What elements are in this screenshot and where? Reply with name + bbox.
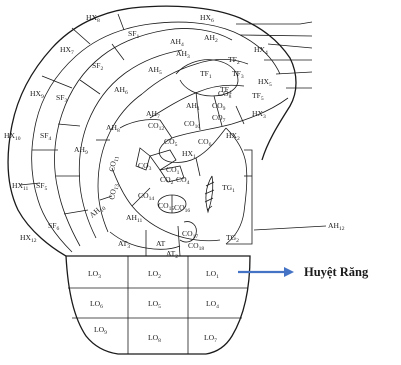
- svg-text:LO1: LO1: [206, 269, 219, 280]
- svg-text:SF2: SF2: [92, 61, 103, 72]
- svg-text:AH4: AH4: [170, 37, 184, 48]
- svg-text:SF3: SF3: [56, 93, 67, 104]
- svg-text:HX1: HX1: [182, 149, 196, 160]
- svg-text:AH2: AH2: [204, 33, 218, 44]
- svg-text:LO8: LO8: [148, 333, 161, 344]
- svg-text:CO3: CO3: [138, 161, 152, 172]
- lbl-lo1: LO: [206, 269, 217, 278]
- svg-text:TF2: TF2: [228, 55, 240, 66]
- svg-text:LO2: LO2: [148, 269, 161, 280]
- callout-label: Huyệt Răng: [304, 265, 369, 279]
- svg-text:CO17: CO17: [182, 229, 198, 240]
- svg-text:AH5: AH5: [148, 65, 162, 76]
- svg-text:HX12: HX12: [20, 233, 37, 244]
- svg-text:AH12: AH12: [328, 221, 345, 232]
- svg-text:CO10: CO10: [184, 119, 200, 130]
- lbl-hx8: HX: [86, 13, 97, 22]
- svg-text:AH9: AH9: [74, 145, 88, 156]
- svg-text:CO9: CO9: [212, 101, 226, 112]
- callout-arrow: [238, 267, 294, 277]
- svg-text:CO6: CO6: [198, 137, 212, 148]
- svg-text:AT: AT: [156, 239, 166, 248]
- svg-text:HX6: HX6: [200, 13, 214, 24]
- svg-text:CO4: CO4: [176, 175, 190, 186]
- svg-text:LO4: LO4: [206, 299, 219, 310]
- svg-text:AH3: AH3: [176, 49, 190, 60]
- svg-text:CO18: CO18: [188, 241, 204, 252]
- svg-text:SF5: SF5: [36, 181, 47, 192]
- svg-text:LO3: LO3: [88, 269, 101, 280]
- svg-text:HX7: HX7: [60, 45, 74, 56]
- svg-text:HX3: HX3: [252, 109, 266, 120]
- svg-text:TF5: TF5: [252, 91, 264, 102]
- svg-text:HX11: HX11: [12, 181, 29, 192]
- svg-text:LO9: LO9: [94, 325, 107, 336]
- svg-text:CO13: CO13: [107, 183, 121, 201]
- svg-text:CO14: CO14: [138, 191, 154, 202]
- svg-text:SF4: SF4: [40, 131, 51, 142]
- svg-text:LO6: LO6: [90, 299, 103, 310]
- svg-text:LO7: LO7: [204, 333, 217, 344]
- svg-text:TG1: TG1: [222, 183, 235, 194]
- svg-text:HX5: HX5: [258, 77, 272, 88]
- svg-text:CO7: CO7: [212, 113, 226, 124]
- svg-text:LO5: LO5: [148, 299, 161, 310]
- svg-text:AH10: AH10: [88, 202, 108, 221]
- svg-text:HX8: HX8: [86, 13, 100, 24]
- svg-text:CO11: CO11: [107, 155, 121, 173]
- svg-text:HX2: HX2: [226, 131, 240, 142]
- svg-text:TF1: TF1: [200, 69, 212, 80]
- svg-text:HX4: HX4: [254, 45, 268, 56]
- svg-text:CO5: CO5: [164, 137, 178, 148]
- svg-text:AH1: AH1: [186, 101, 200, 112]
- tragus-right: [226, 150, 252, 244]
- svg-text:HX10: HX10: [4, 131, 21, 142]
- svg-text:CO2: CO2: [160, 175, 174, 186]
- svg-text:AH8: AH8: [106, 123, 120, 134]
- svg-text:AH7: AH7: [146, 109, 160, 120]
- svg-text:AT3: AT3: [118, 239, 130, 250]
- helix-outline: [8, 6, 296, 256]
- svg-text:HX9: HX9: [30, 89, 44, 100]
- svg-text:AT2: AT2: [166, 249, 178, 260]
- region-labels: HX8 HX7 HX6 HX9 HX10 HX11 HX12 HX1 HX2 H…: [4, 13, 345, 344]
- svg-text:AH6: AH6: [114, 85, 128, 96]
